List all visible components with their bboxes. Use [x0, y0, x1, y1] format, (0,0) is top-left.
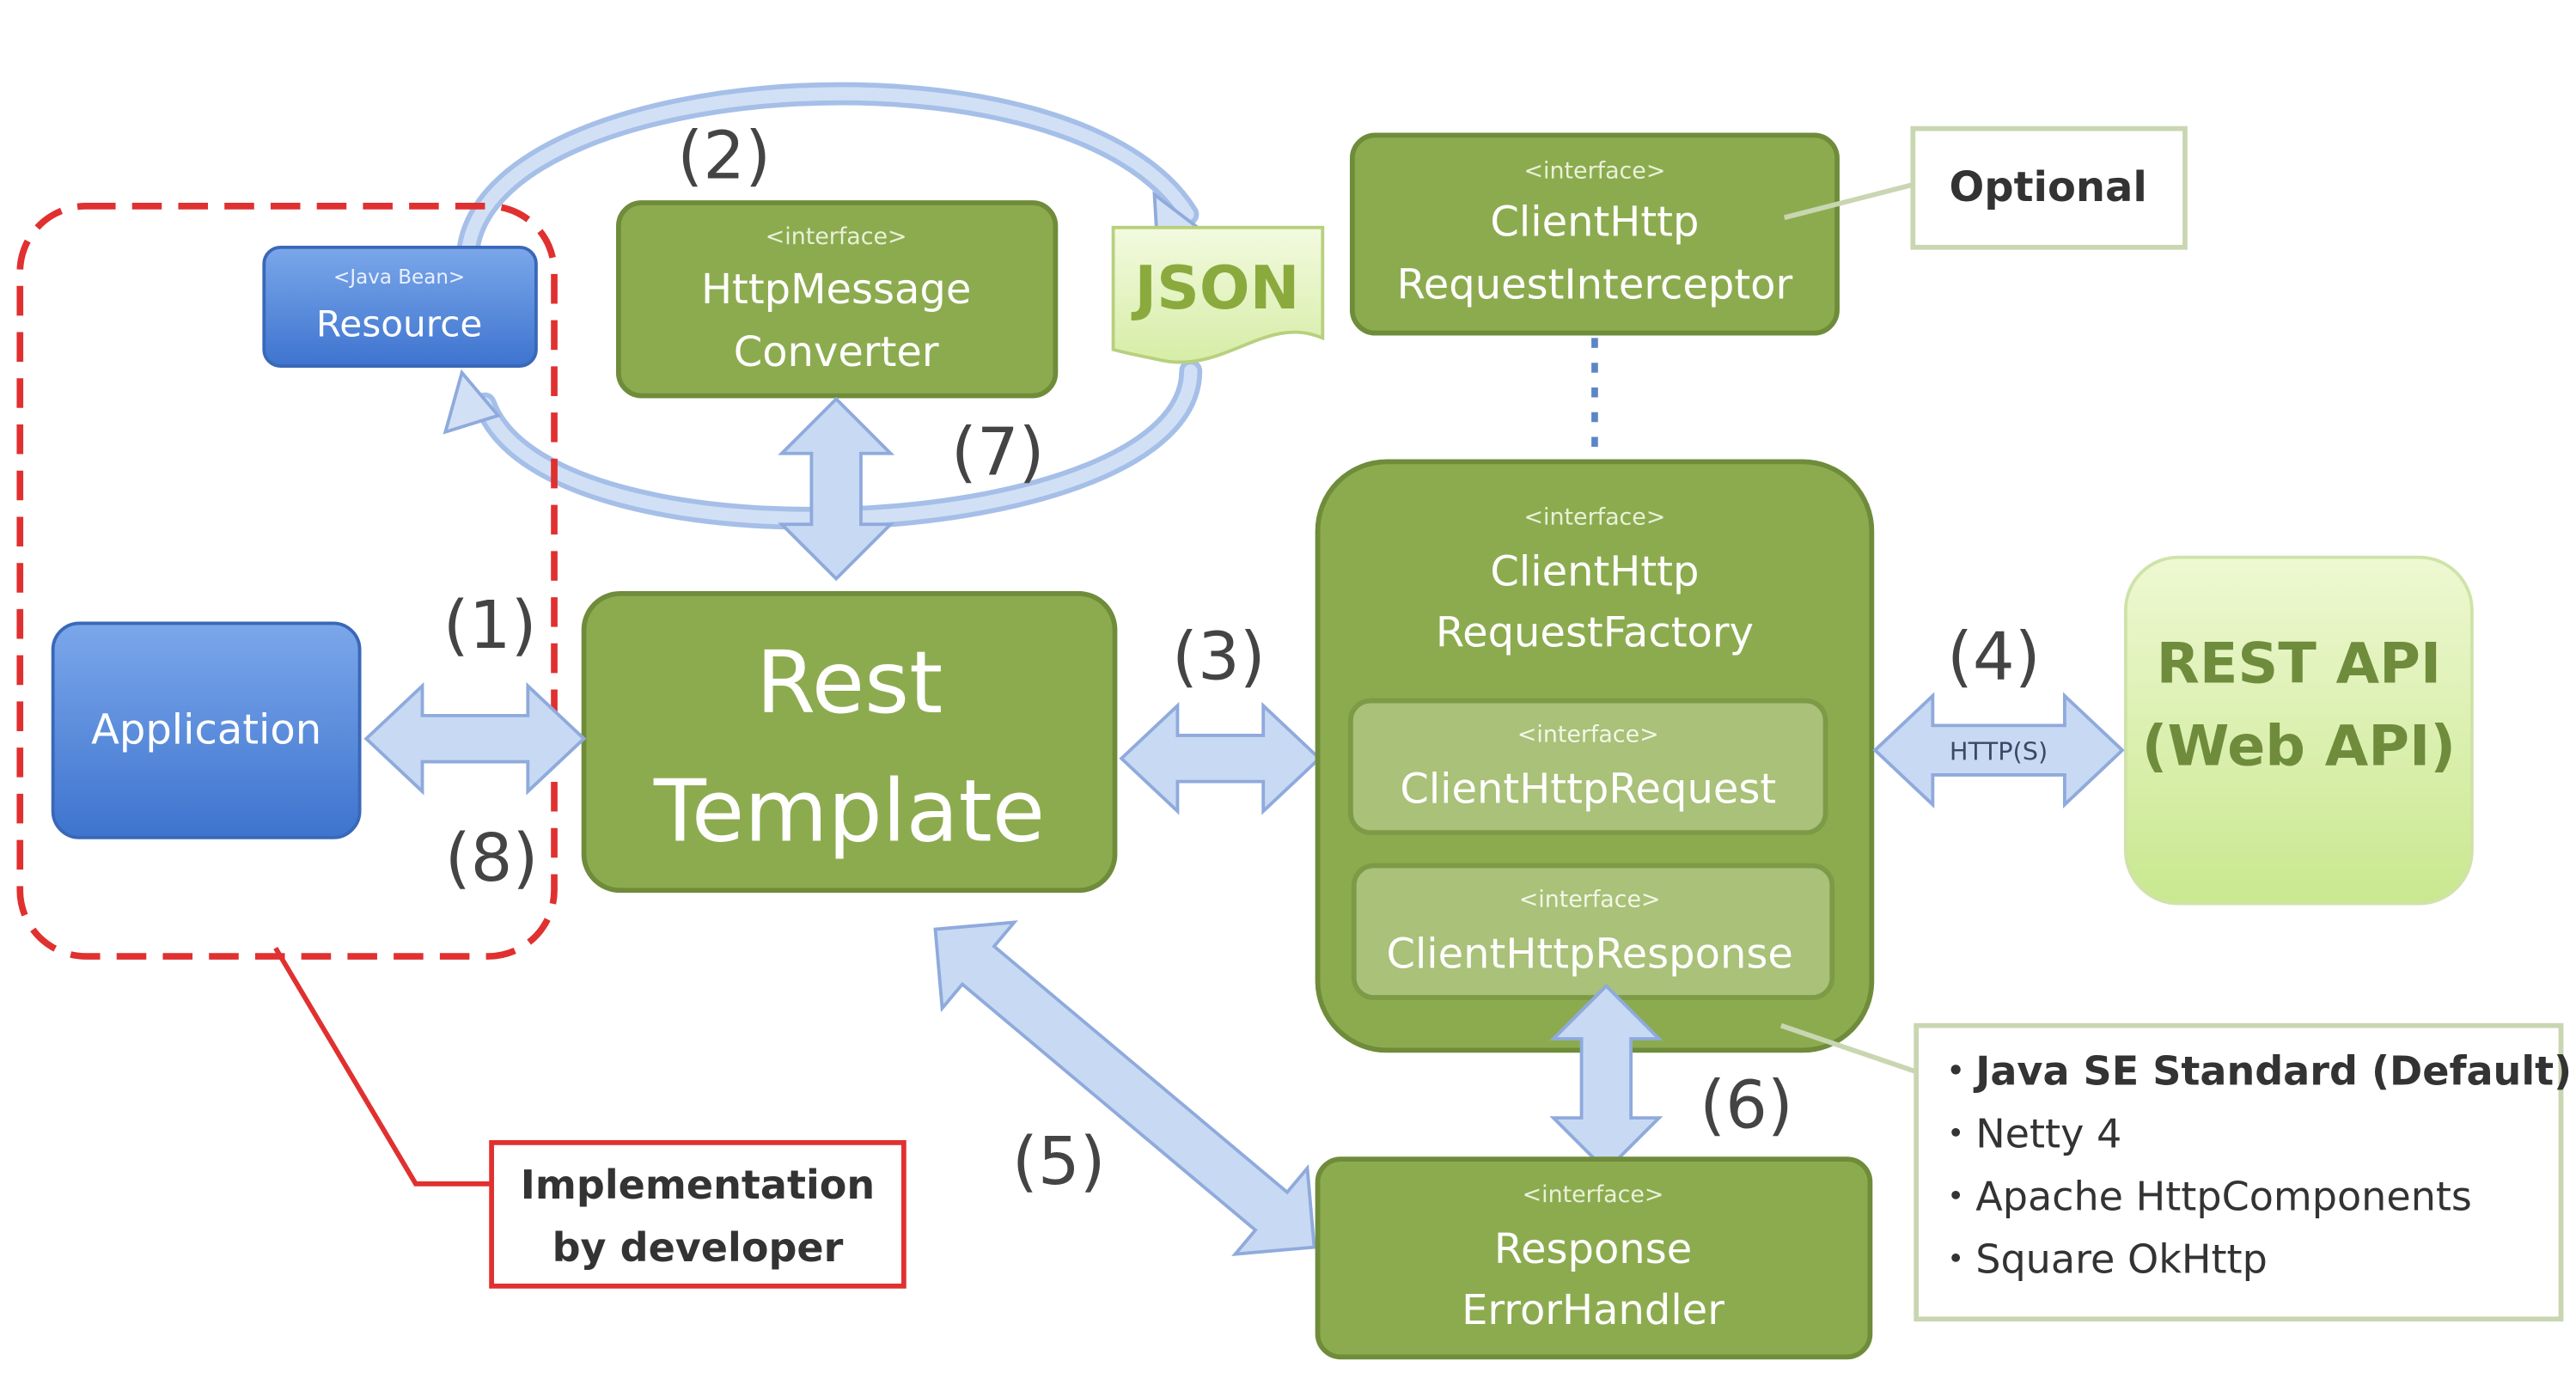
response-error-handler-stereotype: <interface>: [1523, 1181, 1664, 1208]
rest-template-box: [581, 590, 1118, 894]
rest-template-label-1: Rest: [756, 632, 943, 733]
step-label-2: (2): [677, 118, 771, 194]
resource-label: Resource: [316, 302, 483, 345]
resource-box: [262, 245, 538, 368]
client-http-request-factory-stereotype: <interface>: [1524, 503, 1666, 530]
http-message-converter-box: [615, 200, 1059, 399]
optional-callout: [1910, 125, 2188, 250]
implementation-item-3: ・Square OkHttp: [1936, 1236, 2268, 1283]
arrow-factory-restapi: [1872, 692, 2125, 808]
arrow-resttemplate-errorhandler: [933, 920, 1316, 1256]
client-http-request-factory-label-1: ClientHttp: [1490, 547, 1699, 595]
json-label: JSON: [1131, 254, 1299, 323]
rest-template-label-2: Template: [653, 761, 1045, 862]
http-message-converter-label-1: HttpMessage: [701, 265, 971, 314]
optional-callout-pointer: [1783, 182, 1914, 221]
client-http-request-stereotype: <interface>: [1517, 722, 1659, 748]
json-document: [1111, 225, 1325, 364]
client-http-response-label: ClientHttpResponse: [1386, 930, 1792, 978]
application-label: Application: [91, 705, 321, 754]
client-http-request-factory-label-2: RequestFactory: [1436, 608, 1754, 656]
response-error-handler-box: [1315, 1156, 1873, 1360]
implementation-callout-pointer: [273, 946, 492, 1187]
http-message-converter-stereotype: <interface>: [766, 223, 907, 250]
step-label-4: (4): [1947, 619, 2041, 696]
implementations-callout: [1914, 1022, 2564, 1322]
implementation-item-0: ・Java SE Standard (Default): [1936, 1048, 2572, 1095]
developer-implementation-region: [16, 203, 558, 960]
http-message-converter-label-2: Converter: [734, 328, 939, 376]
client-http-request-interceptor-box: [1349, 132, 1840, 336]
implementations-callout-pointer: [1779, 1022, 1918, 1075]
implementation-callout: [489, 1140, 906, 1289]
arrow-resttemplate-factory: [1119, 701, 1322, 815]
rest-api-box: [2123, 555, 2474, 906]
step-label-5: (5): [1012, 1124, 1106, 1200]
response-error-handler-label-1: Response: [1494, 1225, 1692, 1273]
arrow-application-resttemplate: [363, 681, 587, 796]
optional-label: Optional: [1949, 163, 2146, 211]
client-http-request-interceptor-label-2: RequestInterceptor: [1397, 260, 1793, 308]
client-http-request-box: [1348, 698, 1828, 835]
http-label: HTTP(S): [1950, 737, 2048, 766]
curved-arrow-7-head: [443, 369, 502, 435]
implementation-label-1: Implementation: [521, 1162, 875, 1208]
resource-stereotype: <Java Bean>: [333, 266, 465, 289]
client-http-request-label: ClientHttpRequest: [1400, 766, 1776, 814]
application-box: [51, 621, 362, 839]
step-label-3: (3): [1172, 619, 1266, 696]
arrow-converter-resttemplate: [778, 396, 895, 582]
implementation-item-2: ・Apache HttpComponents: [1936, 1174, 2472, 1220]
implementation-item-1: ・Netty 4: [1936, 1111, 2121, 1157]
client-http-request-interceptor-label-1: ClientHttp: [1490, 198, 1699, 246]
client-http-response-stereotype: <interface>: [1519, 886, 1661, 912]
rest-api-label-2: (Web API): [2142, 713, 2456, 778]
step-label-7: (7): [951, 415, 1045, 491]
step-label-6: (6): [1700, 1068, 1793, 1144]
step-label-1: (1): [443, 588, 537, 664]
implementation-label-2: by developer: [552, 1224, 844, 1271]
curved-arrow-2-inner: [461, 87, 1194, 254]
client-http-request-interceptor-stereotype: <interface>: [1524, 157, 1666, 184]
step-label-8: (8): [445, 821, 539, 897]
response-error-handler-label-2: ErrorHandler: [1462, 1286, 1724, 1334]
rest-api-label-1: REST API: [2157, 631, 2442, 696]
